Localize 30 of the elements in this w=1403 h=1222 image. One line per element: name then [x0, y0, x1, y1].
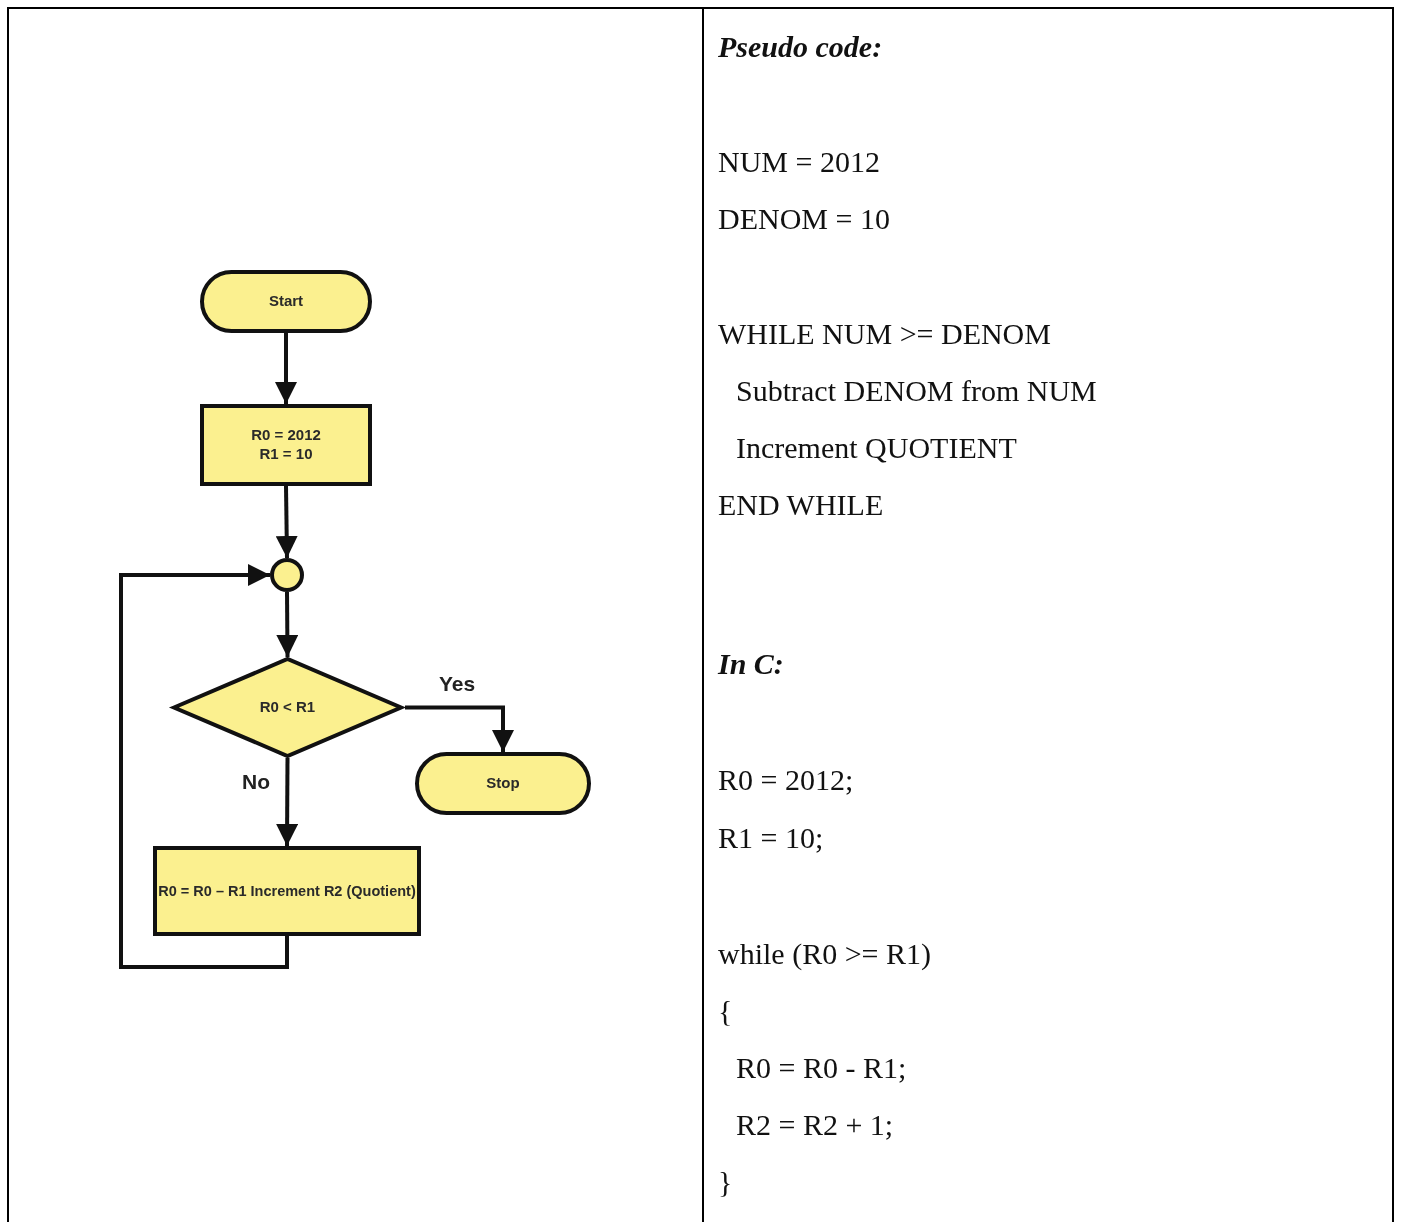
section-heading: In C: [718, 647, 784, 682]
code-line: while (R0 >= R1) [718, 937, 931, 972]
code-line: NUM = 2012 [718, 145, 880, 180]
code-line: } [718, 1165, 733, 1200]
decision-diamond [170, 657, 405, 758]
code-line: R0 = 2012; [718, 763, 854, 798]
code-line: Increment QUOTIENT [736, 431, 1017, 466]
process-box [153, 846, 421, 936]
arrow [405, 705, 514, 752]
connector-circle [270, 558, 304, 592]
node-text: R0 = 2012 R1 = 10 [250, 426, 322, 464]
code-line: { [718, 994, 733, 1029]
node-text: R0 = R0 – R1 Increment R2 (Quotient) [157, 881, 417, 901]
node-text: Start [267, 292, 305, 311]
code-line: DENOM = 10 [718, 202, 890, 237]
process-box [200, 404, 372, 486]
node-text: Stop [485, 774, 521, 793]
code-line: WHILE NUM >= DENOM [718, 317, 1051, 352]
arrow [119, 564, 289, 969]
arrow [275, 485, 298, 559]
arrow [276, 592, 299, 657]
code-line: Subtract DENOM from NUM [736, 374, 1097, 409]
arrow [276, 758, 299, 846]
section-heading: Pseudo code: [718, 30, 883, 65]
code-line: R2 = R2 + 1; [736, 1108, 894, 1143]
node-text: R0 < R1 [258, 698, 317, 717]
code-line: R0 = R0 - R1; [736, 1051, 907, 1086]
code-line: END WHILE [718, 488, 884, 523]
code-line: R1 = 10; [718, 821, 824, 856]
arrow [275, 333, 297, 404]
